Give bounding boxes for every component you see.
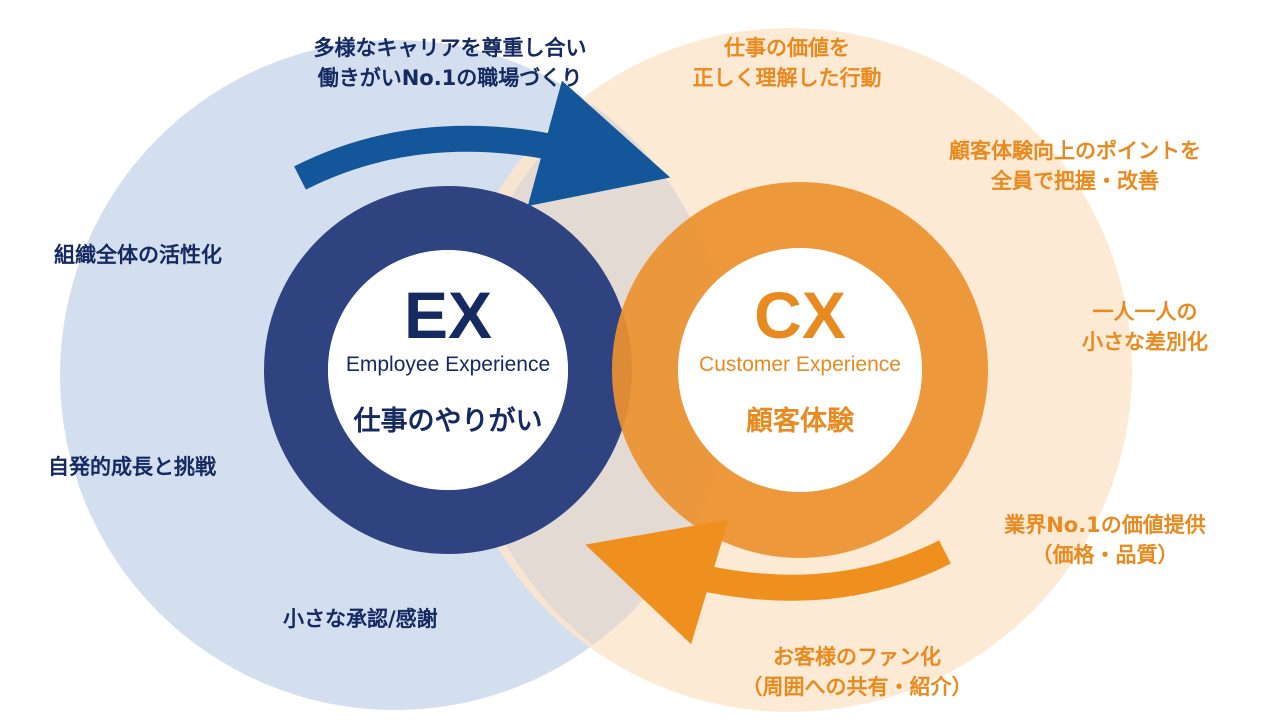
cx-right1-line2: 全員で把握・改善 [991,169,1159,193]
ex-left-label-2: 自発的成長と挑戦 [48,455,216,479]
cx-full-name: Customer Experience [699,353,901,376]
ex-top-line2: 働きがいNo.1の職場づくり [317,66,583,90]
cx-right-label-2: 一人一人の 小さな差別化 [1040,297,1250,357]
cx-to-ex-arrow [585,519,951,645]
cx-abbreviation: CX [754,278,846,352]
cx-top-line2: 正しく理解した行動 [692,66,882,90]
ex-to-cx-arrow [294,80,671,207]
cx-top-label: 仕事の価値を 正しく理解した行動 [662,33,912,93]
ex-core-value: 仕事のやりがい [353,406,543,437]
cx-right1-line1: 顧客体験向上のポイントを [949,139,1201,163]
cx-ring [612,182,988,558]
cx-core-value: 顧客体験 [746,406,854,437]
ex-bottom-label: 小さな承認/感謝 [283,607,438,631]
cx-bottom-line1: お客様のファン化 [773,645,941,669]
ex-inner-circle [328,250,568,490]
cx-bottom-label: お客様のファン化 （周囲への共有・紹介） [712,642,1002,702]
cx-right3-line1: 業界No.1の価値提供 [1004,513,1206,537]
ex-full-name: Employee Experience [345,353,551,376]
cx-bottom-line2: （周囲への共有・紹介） [741,675,973,699]
cx-top-line1: 仕事の価値を [724,36,850,60]
cx-inner-circle [678,248,922,492]
cx-right-label-3: 業界No.1の価値提供 （価格・品質） [960,510,1250,570]
cx-right3-line2: （価格・品質） [1031,543,1179,567]
ex-ring [264,186,632,554]
ex-top-line1: 多様なキャリアを尊重し合い [313,36,587,60]
cx-right-label-1: 顧客体験向上のポイントを 全員で把握・改善 [905,136,1245,196]
ex-left-label-1: 組織全体の活性化 [54,243,222,267]
cx-right2-line2: 小さな差別化 [1082,330,1208,354]
ex-top-label: 多様なキャリアを尊重し合い 働きがいNo.1の職場づくり [255,33,645,93]
cx-right2-line1: 一人一人の [1092,300,1198,324]
ex-abbreviation: EX [403,278,493,352]
